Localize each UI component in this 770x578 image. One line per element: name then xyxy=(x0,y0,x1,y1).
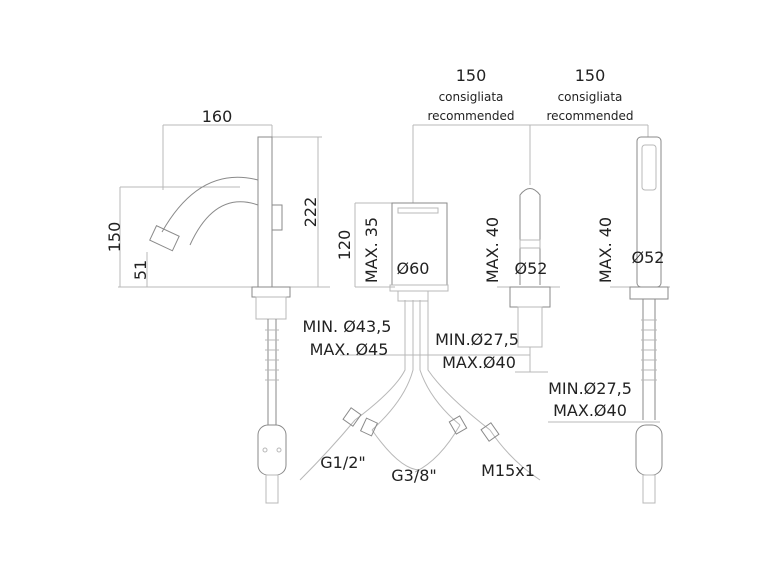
spout-height-label: 150 xyxy=(105,222,124,253)
connection-m15-label: M15x1 xyxy=(481,461,535,480)
spacing-1-note-it: consigliata xyxy=(439,90,504,104)
control-hole-max-label: MAX. Ø45 xyxy=(310,340,389,359)
control-unit-drawing xyxy=(299,124,541,481)
connection-g12-label: G1/2" xyxy=(320,453,366,472)
control-hole-min-label: MIN. Ø43,5 xyxy=(303,317,392,336)
control-diameter-label: Ø60 xyxy=(397,259,430,278)
spacing-2-value: 150 xyxy=(575,66,606,85)
spacing-2-note-en: recommended xyxy=(547,109,634,123)
bidet-mixer-drawing xyxy=(118,124,330,504)
spout-diameter-label: Ø52 xyxy=(515,259,548,278)
shower-max-thickness-label: MAX. 40 xyxy=(596,217,615,283)
spacing-1-value: 150 xyxy=(456,66,487,85)
bidet-width-label: 160 xyxy=(202,107,233,126)
control-height-label: 120 xyxy=(335,230,354,261)
shower-hole-max-label: MAX.Ø40 xyxy=(553,401,627,420)
spout-hole-max-label: MAX.Ø40 xyxy=(442,353,516,372)
spout-max-thickness-label: MAX. 40 xyxy=(483,217,502,283)
control-max-thickness-label: MAX. 35 xyxy=(362,217,381,283)
spout-hole-min-label: MIN.Ø27,5 xyxy=(435,330,519,349)
total-height-label: 222 xyxy=(301,197,320,228)
hand-shower-drawing xyxy=(548,125,670,504)
spout-drawing xyxy=(497,124,648,373)
spacing-2-note-it: consigliata xyxy=(558,90,623,104)
spout-outlet-label: 51 xyxy=(131,260,150,280)
connection-g38-label: G3/8" xyxy=(391,466,437,485)
shower-diameter-label: Ø52 xyxy=(632,248,665,267)
shower-hole-min-label: MIN.Ø27,5 xyxy=(548,379,632,398)
spacing-1-note-en: recommended xyxy=(428,109,515,123)
